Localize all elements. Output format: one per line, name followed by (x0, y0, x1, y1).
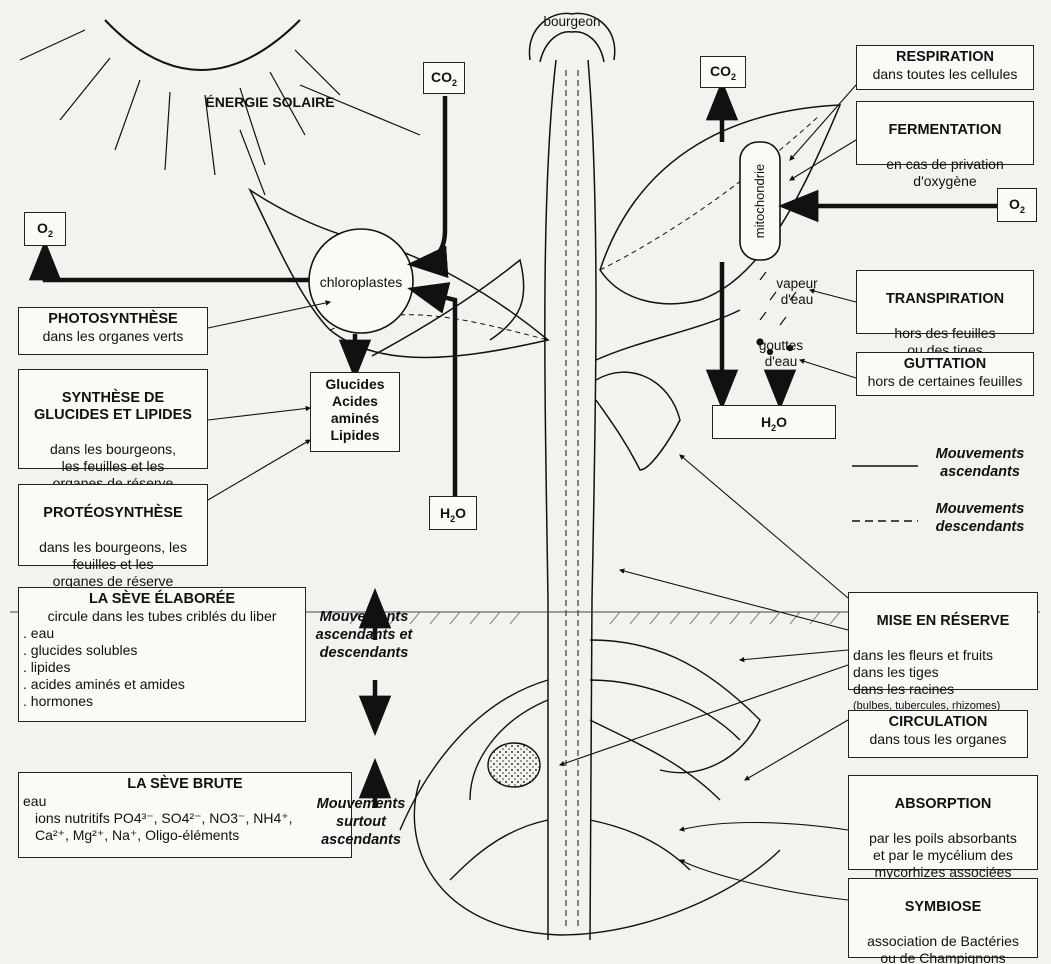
seve-elaboree-item: . acides aminés et amides (23, 676, 301, 693)
bud-label: bourgeon (537, 14, 607, 30)
legend-up-label: Mouvements ascendants (920, 445, 1040, 481)
respiration-text: dans toutes les cellules (873, 66, 1018, 82)
sun-label: ÉNERGIE SOLAIRE (195, 94, 345, 110)
drops-label: gouttes d'eau (741, 338, 821, 370)
fermentation-text: en cas de privation d'oxygène (886, 156, 1004, 189)
reserve-box: MISE EN RÉSERVE dans les fleurs et fruit… (848, 592, 1038, 690)
photosynthese-box: PHOTOSYNTHÈSE dans les organes verts (18, 307, 208, 355)
absorption-title: ABSORPTION (853, 796, 1033, 813)
proteo-box: PROTÉOSYNTHÈSE dans les bourgeons, les f… (18, 484, 208, 566)
symbiose-text: association de Bactéries ou de Champigno… (867, 933, 1019, 964)
chloroplast-label: chloroplastes (311, 274, 411, 290)
respiration-box: RESPIRATION dans toutes les cellules (856, 45, 1034, 90)
seve-elaboree-item: . glucides solubles (23, 642, 301, 659)
photosynthese-title: PHOTOSYNTHÈSE (23, 311, 203, 328)
movement-both-label: Mouvements ascendants et descendants (302, 608, 426, 662)
product-lipides: Lipides (315, 427, 395, 444)
symbiose-box: SYMBIOSE association de Bactéries ou de … (848, 878, 1038, 958)
co2-left-box: CO2 (423, 62, 465, 94)
seve-brute-box: LA SÈVE BRUTE eau ions nutritifs PO4³⁻, … (18, 772, 352, 858)
tuber (488, 743, 540, 787)
absorption-box: ABSORPTION par les poils absorbants et p… (848, 775, 1038, 870)
proteo-text: dans les bourgeons, les feuilles et les … (39, 539, 187, 589)
symbiose-title: SYMBIOSE (853, 899, 1033, 916)
mitochondria-label: mitochondrie (752, 141, 768, 261)
seve-brute-line3: Ca²⁺, Mg²⁺, Na⁺, Oligo-éléments (23, 827, 347, 844)
movement-up-label: Mouvements surtout ascendants (306, 795, 416, 849)
products-box: Glucides Acides aminés Lipides (310, 372, 400, 452)
guttation-box: GUTTATION hors de certaines feuilles (856, 352, 1034, 396)
product-glucides: Glucides (315, 376, 395, 393)
o2-left-box: O2 (24, 212, 66, 246)
seve-elaboree-item: . lipides (23, 659, 301, 676)
seve-elaboree-box: LA SÈVE ÉLABORÉE circule dans les tubes … (18, 587, 306, 722)
synthese-box: SYNTHÈSE DE GLUCIDES ET LIPIDES dans les… (18, 369, 208, 469)
transpiration-box: TRANSPIRATION hors des feuilles ou des t… (856, 270, 1034, 334)
product-acides: Acides (315, 393, 395, 410)
stem (529, 13, 614, 940)
photosynthese-text: dans les organes verts (43, 328, 184, 344)
seve-brute-line2: ions nutritifs PO4³⁻, SO4²⁻, NO3⁻, NH4⁺, (23, 810, 347, 827)
proteo-title: PROTÉOSYNTHÈSE (23, 505, 203, 522)
transpiration-title: TRANSPIRATION (861, 291, 1029, 308)
legend-down-label: Mouvements descendants (920, 500, 1040, 536)
seve-elaboree-item: . eau (23, 625, 301, 642)
respiration-title: RESPIRATION (861, 49, 1029, 66)
guttation-text: hors de certaines feuilles (868, 373, 1023, 389)
h2o-right-box: H2O (712, 405, 836, 439)
co2-right-box: CO2 (700, 56, 746, 88)
vapour-label: vapeur d'eau (762, 276, 832, 308)
fermentation-box: FERMENTATION en cas de privation d'oxygè… (856, 101, 1034, 165)
synthese-title: SYNTHÈSE DE GLUCIDES ET LIPIDES (23, 390, 203, 424)
circulation-text: dans tous les organes (870, 731, 1007, 747)
seve-brute-line1: eau (23, 793, 347, 810)
o2-right-box: O2 (997, 188, 1037, 222)
h2o-bottom-box: H2O (429, 496, 477, 530)
seve-elaboree-subtitle: circule dans les tubes criblés du liber (23, 608, 301, 625)
guttation-title: GUTTATION (861, 356, 1029, 373)
circulation-box: CIRCULATION dans tous les organes (848, 710, 1028, 758)
fermentation-title: FERMENTATION (861, 122, 1029, 139)
reserve-title: MISE EN RÉSERVE (853, 613, 1033, 630)
reserve-text: dans les fleurs et fruits dans les tiges… (853, 647, 993, 697)
seve-elaboree-title: LA SÈVE ÉLABORÉE (23, 591, 301, 608)
circulation-title: CIRCULATION (853, 714, 1023, 731)
product-amines: aminés (315, 410, 395, 427)
seve-elaboree-item: . hormones (23, 693, 301, 710)
seve-brute-title: LA SÈVE BRUTE (23, 776, 347, 793)
